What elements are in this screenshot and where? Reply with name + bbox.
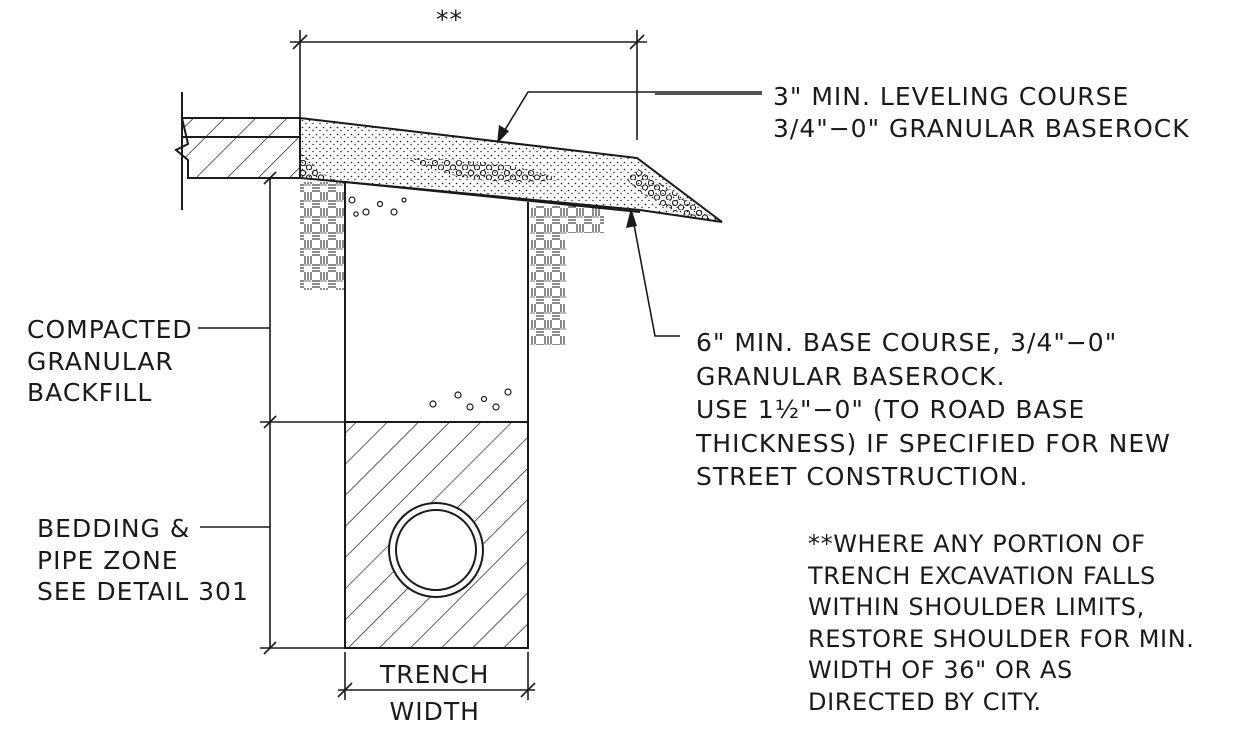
leader-arrowheads [497,125,637,228]
shoulder-note: **WHERE ANY PORTION OF TRENCH EXCAVATION… [808,530,1195,716]
native-soil-texture [300,182,604,345]
base-course-label: 6" MIN. BASE COURSE, 3/4"−0" GRANULAR BA… [696,328,1171,491]
bedding-pipe-zone [344,421,529,649]
leveling-course-layer [299,116,723,223]
existing-pavement [174,92,301,210]
backfill-label: COMPACTED GRANULAR BACKFILL [27,315,193,407]
pipe-inner-wall [395,509,477,591]
top-dimension [290,30,647,140]
leader-lines [198,91,762,528]
backfill-gravel-specks [348,196,512,411]
top-dimension-label: ** [436,5,463,34]
trench-width-label: TRENCH WIDTH [380,660,490,726]
bedding-label: BEDDING & PIPE ZONE SEE DETAIL 301 [37,514,249,606]
leveling-course-label: 3" MIN. LEVELING COURSE 3/4"−0" GRANULAR… [773,82,1190,143]
trench-width-dimension [337,652,536,700]
left-dimension [260,171,345,655]
